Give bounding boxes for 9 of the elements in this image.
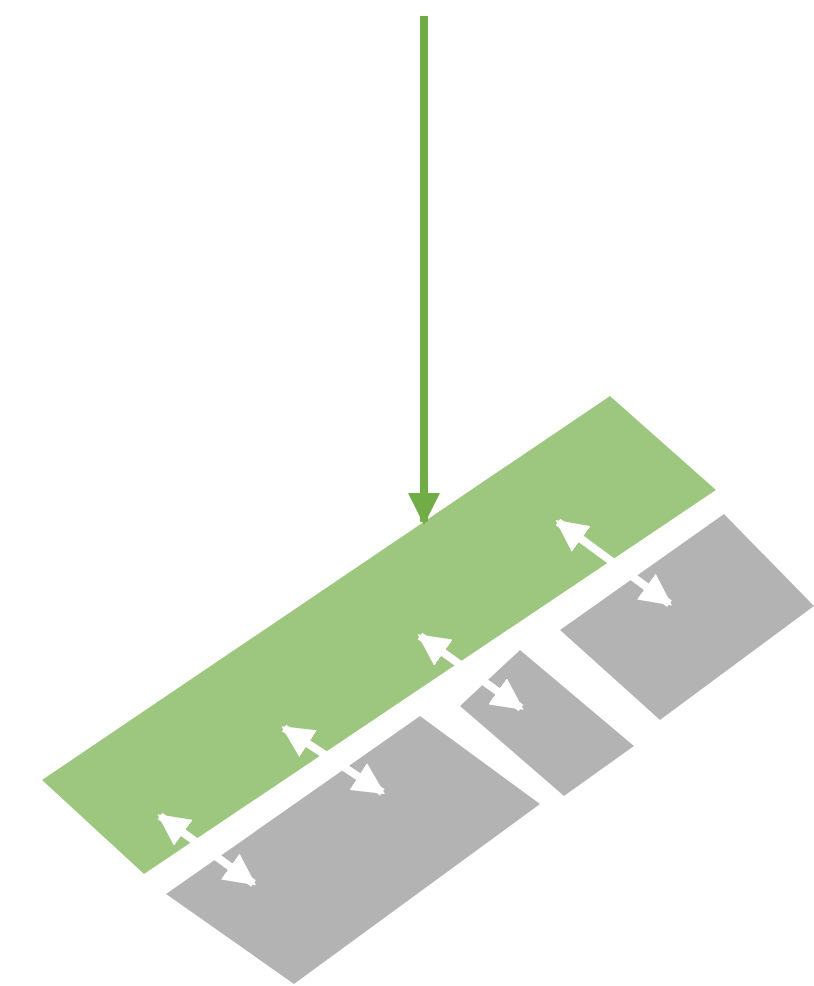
tile bbox=[460, 650, 634, 796]
double-arrow bbox=[157, 812, 257, 887]
tile bbox=[560, 514, 814, 720]
arrow bbox=[408, 16, 440, 525]
double-arrow bbox=[281, 724, 386, 796]
double-arrow bbox=[555, 518, 673, 607]
double-arrow bbox=[417, 632, 524, 712]
slab bbox=[42, 396, 716, 874]
tile bbox=[166, 716, 540, 984]
